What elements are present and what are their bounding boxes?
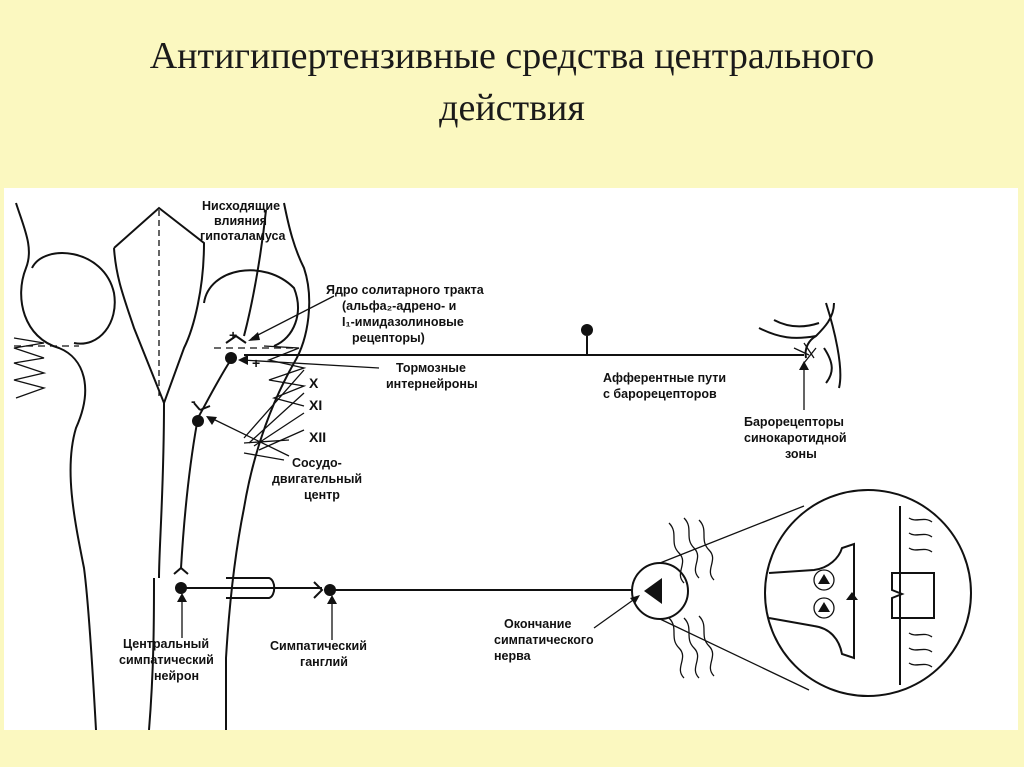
carotid-sinus [758,302,842,389]
label-baroreceptors-1: Барорецепторы [744,415,844,429]
label-vasomotor-2: двигательный [272,472,362,486]
brainstem-outline [13,202,311,730]
nucleus-neuron [225,352,237,364]
label-vasomotor-1: Сосудо- [292,456,342,470]
physiology-diagram: + + - X XI XII [13,199,972,730]
label-nucleus-3: I₁-имидазолиновые [342,315,464,329]
label-inhibitory-2: интернейроны [386,377,478,391]
label-central-neuron-3: нейрон [154,669,199,683]
label-afferent-2: с барорецепторов [603,387,717,401]
label-central-neuron-2: симпатический [119,653,214,667]
label-central-neuron-1: Центральный [123,637,209,651]
neurons [173,324,593,599]
label-ending-2: симпатического [494,633,594,647]
nerve-ending [631,505,810,691]
label-ganglion-2: ганглий [300,655,348,669]
label-descending-3: гипоталамуса [200,229,287,243]
figure-panel: + + - X XI XII [4,188,1018,730]
label-ending-1: Окончание [504,617,571,631]
annotation-arrows [177,295,809,640]
nerve-xi-label: XI [309,397,322,413]
label-nucleus-4: рецепторы) [352,331,425,345]
label-nucleus-1: Ядро солитарного тракта [326,283,485,297]
magnified-synapse [764,489,972,697]
slide-title: Антигипертензивные средства центрального… [0,30,1024,134]
title-line-2: действия [439,87,585,129]
labels: Нисходящие влияния гипоталамуса Ядро сол… [119,199,847,683]
minus-sign: - [191,393,196,409]
plus-sign-2: + [252,355,260,371]
label-baroreceptors-3: зоны [785,447,817,461]
label-baroreceptors-2: синокаротидной [744,431,847,445]
label-inhibitory-1: Тормозные [396,361,466,375]
label-descending-2: влияния [214,214,267,228]
label-descending-1: Нисходящие [202,199,280,213]
plus-sign-1: + [229,327,237,343]
label-ganglion-1: Симпатический [270,639,367,653]
central-sympathetic-neuron [175,582,187,594]
ganglion-neuron [324,584,336,596]
pathway-lines [180,209,804,591]
nerve-x-label: X [309,375,319,391]
label-vasomotor-3: центр [304,488,340,502]
vasomotor-neuron [192,415,204,427]
label-nucleus-2: (альфа₂-адрено- и [342,299,456,313]
afferent-ganglion [581,324,593,336]
label-afferent-1: Афферентные пути [603,371,726,385]
label-ending-3: нерва [494,649,532,663]
nerve-xii-label: XII [309,429,326,445]
title-line-1: Антигипертензивные средства центрального [149,35,875,77]
